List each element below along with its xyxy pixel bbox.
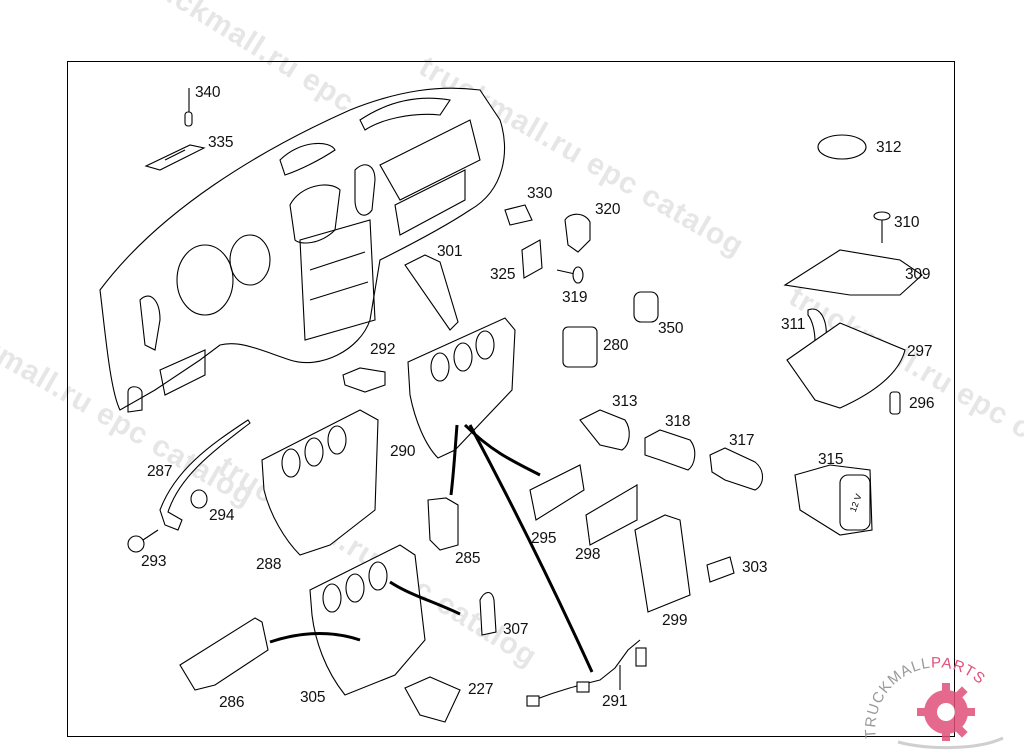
part-315-12v-socket[interactable]: [794, 464, 873, 536]
part-335-plate[interactable]: [144, 144, 206, 171]
callout-335[interactable]: 335: [208, 134, 234, 151]
callout-285[interactable]: 285: [455, 550, 481, 567]
brand-text-truckmall: TRUCKMALL: [862, 655, 932, 739]
part-350-cap[interactable]: [633, 291, 659, 323]
callout-340[interactable]: 340: [195, 84, 221, 101]
callout-298[interactable]: 298: [575, 546, 601, 563]
arrow-285-to-290: [449, 424, 459, 496]
callout-325[interactable]: 325: [490, 266, 516, 283]
callout-313[interactable]: 313: [612, 393, 638, 410]
callout-227[interactable]: 227: [468, 681, 494, 698]
part-291-harness[interactable]: [526, 639, 647, 707]
callout-280[interactable]: 280: [603, 337, 629, 354]
callout-311[interactable]: 311: [781, 316, 806, 333]
svg-text:TRUCKMALLPARTS: TRUCKMALLPARTS: [862, 654, 989, 739]
callout-287[interactable]: 287: [147, 463, 173, 480]
part-317-lighter-insert[interactable]: [709, 447, 764, 491]
callout-301[interactable]: 301: [437, 243, 463, 260]
part-340-pin[interactable]: [184, 88, 193, 127]
callout-318[interactable]: 318: [665, 413, 691, 430]
part-290-center-panel[interactable]: [407, 317, 516, 459]
arrow-291-to-290: [468, 424, 594, 673]
brand-logo: TRUCKMALLPARTS: [858, 650, 1018, 750]
part-280-module[interactable]: [562, 326, 598, 368]
part-312-cover[interactable]: [817, 134, 867, 160]
part-330-clip[interactable]: [504, 204, 533, 226]
part-296-bulb[interactable]: [889, 391, 901, 415]
part-305-lower-panel[interactable]: [309, 544, 426, 696]
callout-319[interactable]: 319: [562, 289, 588, 306]
part-292-clip[interactable]: [342, 367, 386, 393]
part-295-blank[interactable]: [529, 464, 585, 521]
part-293-bolt[interactable]: [127, 529, 159, 553]
callout-312[interactable]: 312: [876, 139, 902, 156]
callout-297[interactable]: 297: [907, 343, 933, 360]
part-318-lighter[interactable]: [644, 429, 696, 471]
part-285-insert[interactable]: [427, 497, 459, 551]
callout-294[interactable]: 294: [209, 507, 235, 524]
part-310-screw[interactable]: [873, 211, 891, 243]
part-297-ashtray[interactable]: [786, 322, 906, 409]
callout-307[interactable]: 307: [503, 621, 529, 638]
callout-299[interactable]: 299: [662, 612, 688, 629]
callout-286[interactable]: 286: [219, 694, 245, 711]
callout-296[interactable]: 296: [909, 395, 935, 412]
callout-330[interactable]: 330: [527, 185, 553, 202]
arrow-295-to-290: [463, 423, 541, 477]
part-287-rod[interactable]: [159, 419, 251, 531]
part-299-trim[interactable]: [634, 514, 691, 613]
arrow-286-to-305: [269, 632, 361, 644]
part-286-switch-panel[interactable]: [179, 617, 269, 691]
part-325-bracket[interactable]: [521, 239, 543, 279]
part-288-gauges: [281, 425, 347, 478]
callout-309[interactable]: 309: [905, 266, 931, 283]
callout-310[interactable]: 310: [894, 214, 920, 231]
callout-315[interactable]: 315: [818, 451, 844, 468]
part-303-cap[interactable]: [706, 556, 735, 583]
part-320-clip[interactable]: [564, 213, 591, 253]
callout-293[interactable]: 293: [141, 553, 167, 570]
arrow-307-to-305: [389, 580, 461, 616]
callout-290[interactable]: 290: [390, 443, 416, 460]
part-290-gauges: [430, 330, 495, 382]
part-309-tray[interactable]: [783, 249, 923, 296]
part-288-bezel[interactable]: [261, 409, 379, 556]
callout-288[interactable]: 288: [256, 556, 282, 573]
callout-305[interactable]: 305: [300, 689, 326, 706]
diagram-frame: [67, 61, 955, 737]
part-301-switch-housing[interactable]: [404, 254, 459, 331]
part-319-screw[interactable]: [556, 266, 584, 284]
callout-350[interactable]: 350: [658, 320, 684, 337]
part-305-gauges: [322, 561, 388, 613]
part-298-cover[interactable]: [585, 484, 638, 546]
part-307-clip[interactable]: [479, 591, 497, 636]
callout-320[interactable]: 320: [595, 201, 621, 218]
part-294-washer[interactable]: [190, 489, 208, 509]
callout-292[interactable]: 292: [370, 341, 396, 358]
part-313-socket[interactable]: [579, 409, 630, 451]
dashboard-panel[interactable]: [99, 87, 506, 413]
gear-icon: TRUCKMALLPARTS: [862, 654, 1004, 750]
brand-text-parts: PARTS: [931, 654, 989, 688]
part-227-tray[interactable]: [404, 676, 461, 723]
callout-295[interactable]: 295: [531, 530, 557, 547]
callout-303[interactable]: 303: [742, 559, 768, 576]
callout-317[interactable]: 317: [729, 432, 755, 449]
callout-291[interactable]: 291: [602, 693, 628, 710]
